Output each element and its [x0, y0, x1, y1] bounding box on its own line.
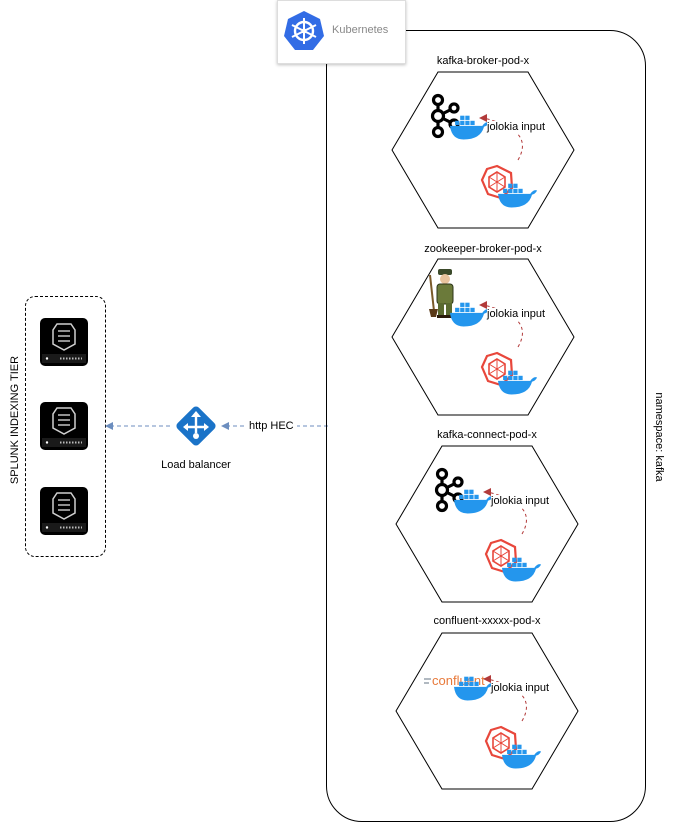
docker-whale-icon [502, 744, 542, 769]
load-balancer-label: Load balancer [161, 459, 231, 471]
zookeeper-keeper-icon [429, 269, 454, 318]
docker-whale-icon [454, 676, 494, 701]
kubernetes-label: Kubernetes [332, 24, 389, 36]
telegraf-icon [484, 538, 518, 574]
pod-hexagon-outline [391, 71, 575, 229]
pod-title: confluent-xxxxx-pod-x [433, 615, 541, 627]
docker-whale-icon [450, 302, 490, 327]
splunk-indexer-server-icon [40, 318, 88, 366]
jolokia-input-label: jolokia input [487, 121, 546, 133]
kafka-logo-icon [430, 93, 460, 139]
pod-hexagon [391, 258, 575, 416]
telegraf-icon [484, 725, 518, 761]
pod-title: kafka-broker-pod-x [436, 55, 530, 67]
namespace-label: namespace: kafka [653, 392, 665, 482]
http-hec-label: http HEC [246, 420, 297, 432]
splunk-indexer-server-icon [40, 402, 88, 450]
jolokia-link-arrow [479, 301, 523, 348]
docker-whale-icon [454, 489, 494, 514]
jolokia-link-arrow [483, 675, 527, 722]
docker-whale-icon [498, 370, 538, 395]
pod-title: kafka-connect-pod-x [437, 429, 537, 441]
jolokia-link-arrow [479, 114, 523, 161]
jolokia-input-label: jolokia input [491, 682, 550, 694]
docker-whale-icon [502, 557, 542, 582]
splunk-indexer-server-icon [40, 487, 88, 535]
telegraf-icon [480, 351, 514, 387]
docker-whale-icon [498, 183, 538, 208]
pod-title: zookeeper-broker-pod-x [424, 243, 542, 255]
pod-hexagon [391, 71, 575, 229]
pod-hexagon [395, 445, 579, 603]
pod-hexagon-outline [395, 445, 579, 603]
docker-whale-icon [450, 115, 490, 140]
pod-hexagon-outline [395, 632, 579, 790]
pod-hexagon: confluent [395, 632, 579, 790]
jolokia-link-arrow [483, 488, 527, 535]
jolokia-input-label: jolokia input [491, 495, 550, 507]
kubernetes-helm-icon [284, 11, 324, 50]
jolokia-input-label: jolokia input [487, 308, 546, 320]
load-balancer-icon [176, 406, 216, 446]
telegraf-icon [480, 164, 514, 200]
pod-hexagon-outline [391, 258, 575, 416]
